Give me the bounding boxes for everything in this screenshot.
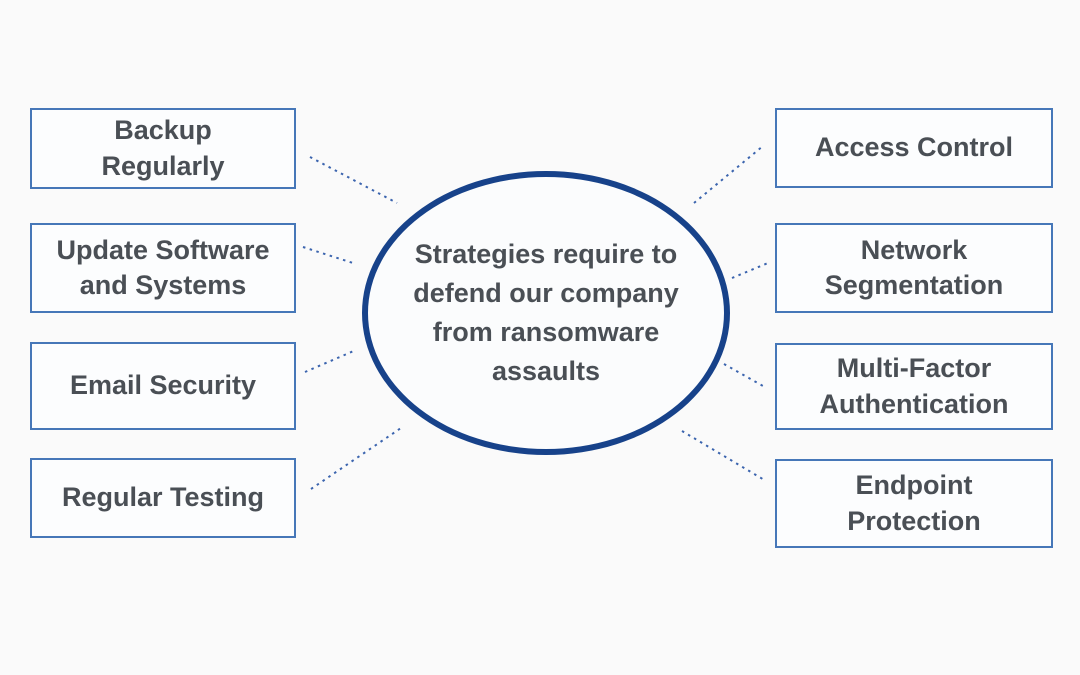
node-email-security: Email Security [30, 342, 296, 430]
connector-regular-testing [310, 427, 402, 490]
node-update-software: Update Software and Systems [30, 223, 296, 313]
node-network-segmentation-label: Network Segmentation [824, 234, 1004, 300]
node-backup-regularly: Backup Regularly [30, 108, 296, 189]
central-ellipse-label: Strategies require to defend our company… [413, 238, 679, 387]
node-update-software-label: Update Software and Systems [56, 234, 270, 300]
connector-endpoint-protection [681, 430, 767, 482]
node-email-security-label: Email Security [69, 370, 257, 401]
connector-network-segmentation [731, 262, 769, 279]
node-regular-testing-label: Regular Testing [61, 482, 265, 513]
node-backup-regularly-label: Backup Regularly [101, 115, 225, 181]
node-multi-factor-authentication: Multi-Factor Authentication [775, 343, 1053, 430]
node-endpoint-protection-label: Endpoint Protection [847, 470, 981, 536]
connector-backup-regularly [309, 156, 398, 204]
connector-access-control [693, 145, 764, 204]
connector-update-software [302, 246, 357, 265]
node-access-control: Access Control [775, 108, 1053, 188]
central-ellipse: Strategies require to defend our company… [362, 171, 730, 455]
node-regular-testing: Regular Testing [30, 458, 296, 538]
node-network-segmentation: Network Segmentation [775, 223, 1053, 313]
node-access-control-label: Access Control [814, 132, 1014, 163]
node-endpoint-protection: Endpoint Protection [775, 459, 1053, 548]
connector-email-security [304, 349, 357, 373]
node-multi-factor-authentication-label: Multi-Factor Authentication [819, 353, 1009, 419]
connector-multi-factor [723, 363, 764, 387]
